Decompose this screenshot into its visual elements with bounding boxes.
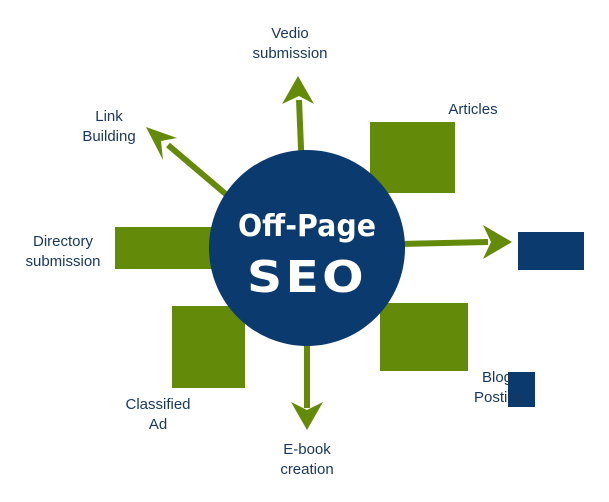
- blog-navy-square: [508, 372, 535, 407]
- classified-square: [172, 306, 245, 388]
- label-link-line2: Building: [82, 128, 135, 145]
- label-ebook-line2: creation: [280, 461, 333, 478]
- blog-square: [380, 303, 468, 371]
- hub-circle: [209, 150, 405, 346]
- hub-title: Off-Page: [238, 209, 376, 244]
- directory-square: [115, 227, 218, 269]
- label-vedio-line2: submission: [252, 45, 327, 62]
- label-directory-line1: Directory: [33, 233, 94, 250]
- label-vedio-line1: Vedio: [271, 25, 309, 42]
- right-navy-square: [518, 232, 584, 270]
- label-directory-line2: submission: [25, 253, 100, 270]
- label-classified-line2: Ad: [149, 416, 167, 433]
- articles-square: [370, 122, 455, 193]
- ebook-arrow: [291, 344, 323, 430]
- label-articles: Articles: [448, 101, 497, 118]
- label-blog-line2: Posting: [474, 389, 524, 406]
- hub-seo: SEO: [247, 252, 367, 303]
- link-arrow: [146, 127, 230, 199]
- label-link-line1: Link: [95, 108, 123, 125]
- label-blog-line1: Blog: [482, 369, 512, 386]
- right-arrow: [399, 225, 512, 259]
- label-ebook-line1: E-book: [283, 441, 331, 458]
- label-classified-line1: Classified: [125, 396, 190, 413]
